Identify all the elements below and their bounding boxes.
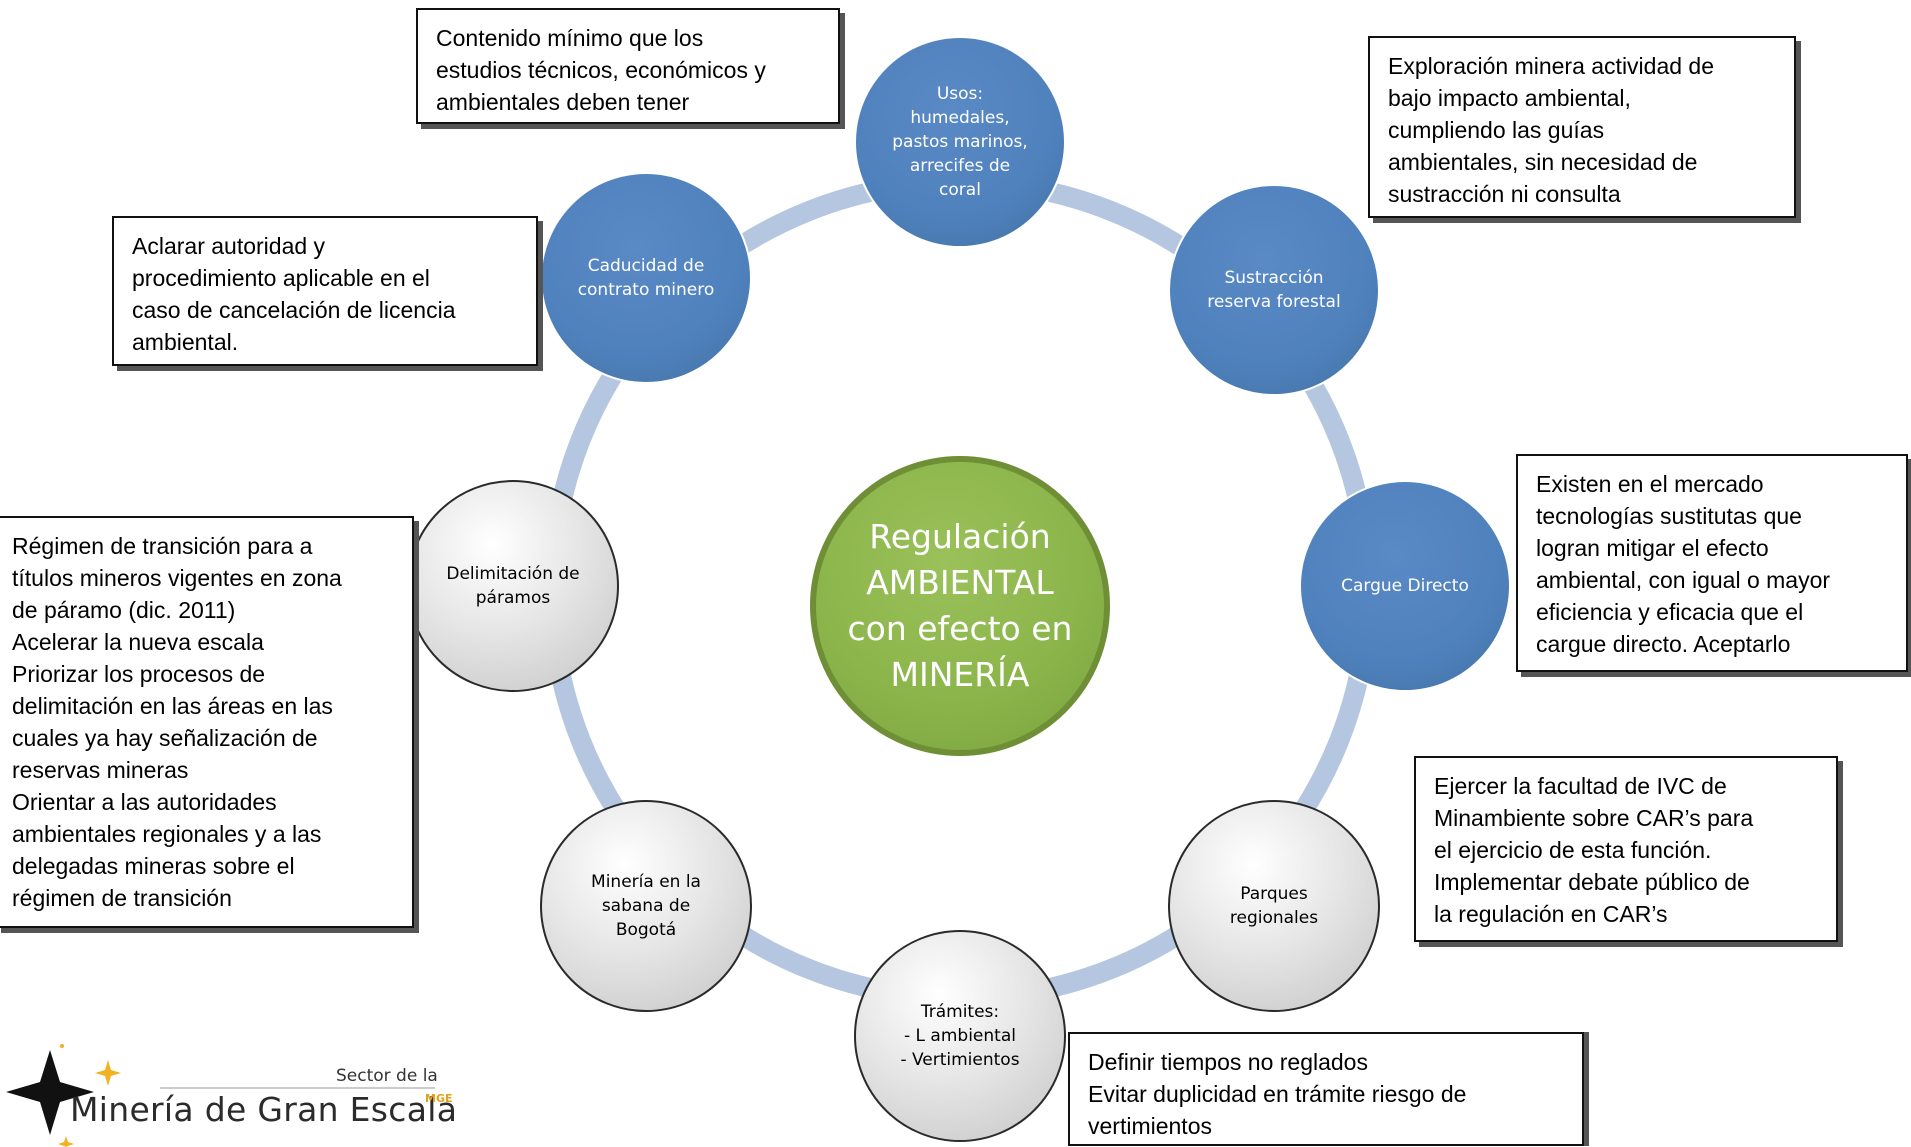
note-line: títulos mineros vigentes en zona (12, 565, 342, 591)
note-line: Implementar debate público de (1434, 869, 1750, 895)
node-caducidad: Caducidad de contrato minero (540, 172, 752, 384)
logo-brand-text: Minería de Gran Escala (70, 1090, 458, 1129)
note-line: cumpliendo las guías (1388, 117, 1605, 143)
note-line: reservas mineras (12, 757, 189, 783)
note-line: Ejercer la facultad de IVC de (1434, 773, 1727, 799)
node-mineria-sabana: Minería en la sabana de Bogotá (540, 800, 752, 1012)
note-line: sustracción ni consulta (1388, 181, 1621, 207)
node-usos: Usos: humedales, pastos marinos, arrecif… (854, 36, 1066, 248)
note-contenido: Contenido mínimo que los estudios técnic… (416, 8, 840, 124)
note-exploracion: Exploración minera actividad de bajo imp… (1368, 36, 1796, 218)
note-line: logran mitigar el efecto (1536, 535, 1769, 561)
note-line: régimen de transición (12, 885, 232, 911)
note-line: el ejercicio de esta función. (1434, 837, 1712, 863)
note-aclarar: Aclarar autoridad y procedimiento aplica… (112, 216, 538, 366)
node-paramos-label: Delimitación de páramos (446, 564, 580, 608)
note-line: de páramo (dic. 2011) (12, 597, 236, 623)
node-tramites-label: Trámites: - L ambiental - Vertimientos (900, 1002, 1020, 1070)
note-line: cuales ya hay señalización de (12, 725, 318, 751)
node-parques: Parques regionales (1168, 800, 1380, 1012)
note-line: Régimen de transición para a (12, 533, 313, 559)
center-line-3: con efecto en (847, 609, 1073, 648)
star-icon (6, 1044, 121, 1147)
note-line: vertimientos (1088, 1113, 1212, 1139)
note-line: Aclarar autoridad y (132, 233, 326, 259)
note-line: ambientales regionales y a las (12, 821, 322, 847)
brand-logo: Sector de la Minería de Gran Escala MGE (0, 1040, 480, 1147)
note-line: Priorizar los procesos de (12, 661, 266, 687)
center-line-2: AMBIENTAL (866, 563, 1054, 602)
note-line: Definir tiempos no reglados (1088, 1049, 1368, 1075)
note-line: ambientales, sin necesidad de (1388, 149, 1698, 175)
note-line: tecnologías sustitutas que (1536, 503, 1802, 529)
note-line: ambiental. (132, 329, 239, 355)
logo-brand-sup: MGE (425, 1092, 453, 1105)
logo-sector-text: Sector de la (336, 1066, 438, 1086)
note-line: estudios técnicos, económicos y (436, 57, 766, 83)
note-line: bajo impacto ambiental, (1388, 85, 1631, 111)
node-caducidad-label: Caducidad de contrato minero (577, 256, 715, 300)
note-line: ambiental, con igual o mayor (1536, 567, 1831, 593)
node-sustraccion-label: Sustracción reserva forestal (1207, 268, 1341, 312)
note-line: Orientar a las autoridades (12, 789, 277, 815)
node-sustraccion: Sustracción reserva forestal (1168, 184, 1380, 396)
center-line-4: MINERÍA (890, 655, 1030, 694)
note-line: ambientales deben tener (436, 89, 690, 115)
note-line: Minambiente sobre CAR’s para (1434, 805, 1754, 831)
center-line-1: Regulación (869, 517, 1051, 556)
note-line: Exploración minera actividad de (1388, 53, 1715, 79)
note-line: eficiencia y eficacia que el (1536, 599, 1804, 625)
note-line: Existen en el mercado (1536, 471, 1764, 497)
node-paramos: Delimitación de páramos (407, 480, 619, 692)
note-line: delimitación en las áreas en las (12, 693, 333, 719)
logo-underline (160, 1087, 435, 1089)
node-cargue-directo-label: Cargue Directo (1341, 576, 1469, 596)
node-parques-label: Parques regionales (1229, 884, 1319, 928)
node-cargue-directo: Cargue Directo (1299, 480, 1511, 692)
node-mineria-sabana-label: Minería en la sabana de Bogotá (591, 872, 701, 940)
note-line: Contenido mínimo que los (436, 25, 704, 51)
node-tramites: Trámites: - L ambiental - Vertimientos (854, 930, 1066, 1142)
note-definir: Definir tiempos no reglados Evitar dupli… (1068, 1032, 1584, 1146)
center-node: Regulación AMBIENTAL con efecto en MINER… (810, 456, 1110, 756)
note-line: Acelerar la nueva escala (12, 629, 264, 655)
note-line: cargue directo. Aceptarlo (1536, 631, 1791, 657)
node-usos-label: Usos: humedales, pastos marinos, arrecif… (892, 84, 1028, 200)
note-regimen: Régimen de transición para a títulos min… (0, 516, 414, 928)
note-existen: Existen en el mercado tecnologías sustit… (1516, 454, 1908, 672)
note-line: delegadas mineras sobre el (12, 853, 295, 879)
note-line: la regulación en CAR’s (1434, 901, 1668, 927)
note-line: Evitar duplicidad en trámite riesgo de (1088, 1081, 1467, 1107)
note-line: procedimiento aplicable en el (132, 265, 430, 291)
note-line: caso de cancelación de licencia (132, 297, 456, 323)
note-ejercer: Ejercer la facultad de IVC de Minambient… (1414, 756, 1838, 942)
